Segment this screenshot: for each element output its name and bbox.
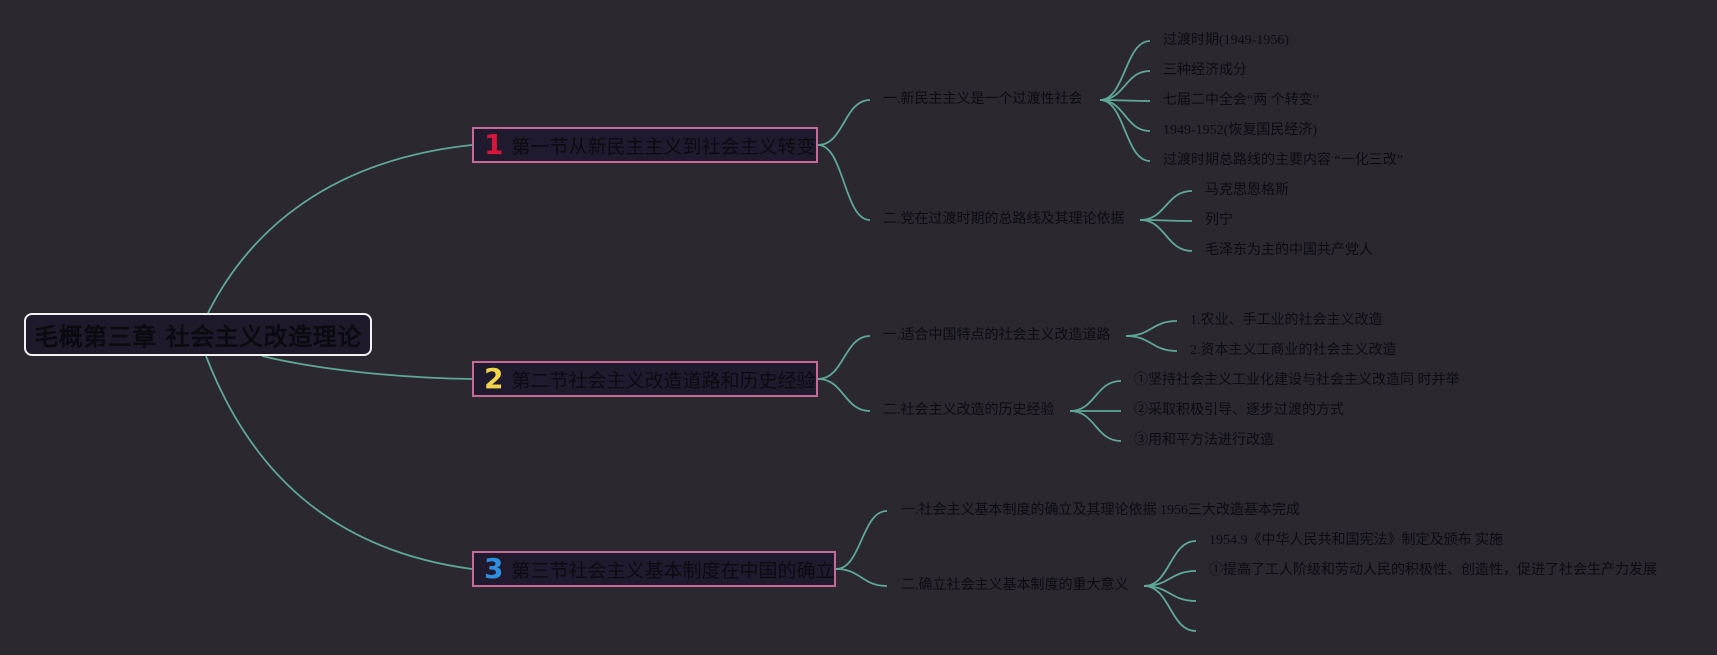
section-2-number-icon: 2 [484,362,504,395]
section-2-sub-2[interactable]: 二.社会主义改造的历史经验 [883,403,1055,418]
connector-s1-sub1-leaf-1 [1099,40,1151,101]
connector-s1-sub1-leaf-2 [1099,70,1151,101]
connector-s2-sub1-leaf-1 [1125,320,1178,337]
connector-s3-sub2 [835,568,888,587]
connector-s1-sub2-leaf-3 [1139,219,1193,252]
section-1-sub-2[interactable]: 二.党在过渡时期的总路线及其理论依据 [883,212,1125,227]
section-1-sub-1-leaf-5[interactable]: 过渡时期总路线的主要内容 “一化三改” [1163,153,1403,168]
section-1-sub-1-leaf-1[interactable]: 过渡时期(1949-1956) [1163,33,1289,48]
section-1-title: 第一节从新民主主义到社会主义转变 [511,135,816,158]
connector-s1-sub1 [817,99,871,146]
section-1-sub-1-leaf-3[interactable]: 七届二中全会“两 个转变” [1163,93,1319,108]
connector-s1-sub2-leaf-1 [1139,190,1193,221]
section-2-sub-2-leaf-1[interactable]: ①坚持社会主义工业化建设与社会主义改造同 时并举 [1134,373,1460,388]
connector-s2-sub1 [817,335,871,380]
section-3-number-icon: 3 [484,552,504,585]
section-1-sub-2-leaf-1[interactable]: 马克思恩格斯 [1205,183,1289,198]
section-1-sub-1-leaf-2[interactable]: 三种经济成分 [1163,63,1247,78]
connector-s3-sub1 [835,510,888,570]
connector-root-sec2 [261,355,473,380]
section-2-sub-2-leaf-2[interactable]: ②采取积极引导、逐步过渡的方式 [1134,403,1344,418]
section-3-node[interactable]: 3 第三节社会主义基本制度在中国的确立 [472,551,836,587]
connector-s2-sub1-leaf-2 [1125,335,1178,352]
connector-s2-sub2-leaf-1 [1069,380,1122,412]
section-1-sub-2-leaf-3[interactable]: 毛泽东为主的中国共产党人 [1205,243,1373,258]
section-1-number-icon: 1 [484,128,504,161]
section-1-sub-1-leaf-4[interactable]: 1949-1952(恢复国民经济) [1163,123,1317,138]
root-title: 毛概第三章 社会主义改造理论 [34,323,362,351]
section-3-sub-2-leaf-2[interactable]: ①提高了工人阶级和劳动人民的积极性、创造性，促进了社会生产力发展 [1209,563,1657,578]
root-topic[interactable]: 毛概第三章 社会主义改造理论 [24,313,372,356]
connector-s3-sub2-leaf-4 [1143,585,1197,632]
section-3-sub-2-leaf-1[interactable]: 1954.9《中华人民共和国宪法》制定及颁布 实施 [1209,533,1503,548]
section-1-sub-1[interactable]: 一.新民主主义是一个过渡性社会 [883,92,1083,107]
connector-root-sec1 [207,144,473,314]
connector-s1-sub2 [817,144,871,221]
section-2-node[interactable]: 2 第二节社会主义改造道路和历史经验 [472,361,818,397]
section-2-title: 第二节社会主义改造道路和历史经验 [511,369,816,392]
section-3-title: 第三节社会主义基本制度在中国的确立 [511,559,835,582]
connector-s2-sub2 [817,378,871,412]
connector-s2-sub2-leaf-3 [1069,410,1122,442]
section-1-sub-2-leaf-2[interactable]: 列宁 [1205,213,1233,228]
connector-s1-sub1-leaf-4 [1099,99,1151,132]
section-1-node[interactable]: 1 第一节从新民主主义到社会主义转变 [472,127,818,163]
section-2-sub-1-leaf-1[interactable]: 1.农业、手工业的社会主义改造 [1190,313,1383,328]
section-3-sub-2[interactable]: 二.确立社会主义基本制度的重大意义 [901,578,1129,593]
section-2-sub-2-leaf-3[interactable]: ③用和平方法进行改造 [1134,433,1274,448]
section-3-sub-1[interactable]: 一.社会主义基本制度的确立及其理论依据 1956三大改造基本完成 [901,503,1300,518]
connector-root-sec3 [205,355,473,570]
section-2-sub-1[interactable]: 一.适合中国特点的社会主义改造道路 [883,328,1111,343]
section-2-sub-1-leaf-2[interactable]: 2.资本主义工商业的社会主义改造 [1190,343,1397,358]
connector-s1-sub1-leaf-5 [1099,99,1151,162]
